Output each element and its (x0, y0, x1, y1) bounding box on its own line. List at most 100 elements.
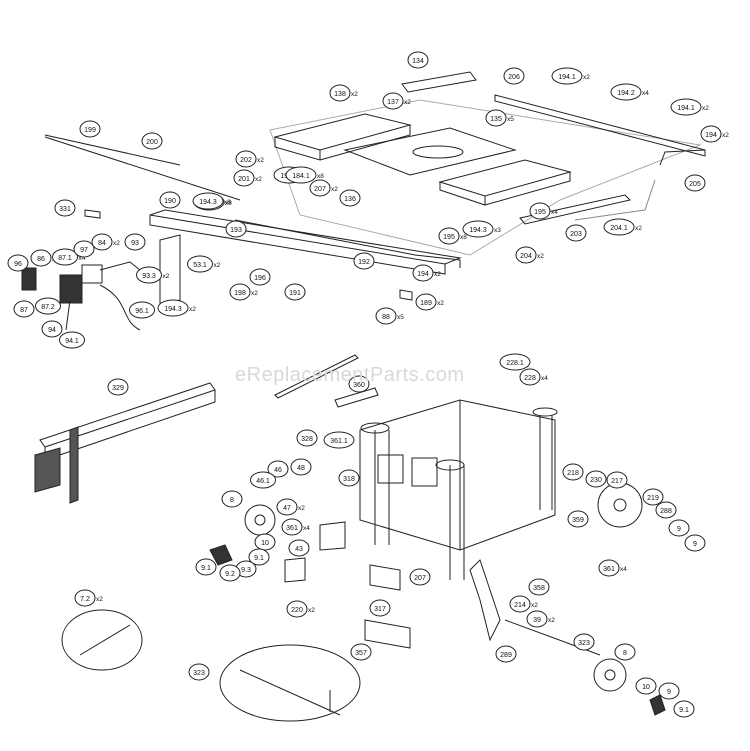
part-quantity-label: x4 (303, 525, 310, 532)
part-number-label: 329 (112, 385, 124, 392)
part-callout[interactable]: 8 (221, 490, 243, 508)
part-callout[interactable]: 317 (369, 599, 391, 617)
part-callout[interactable]: 96 (7, 254, 29, 272)
part-callout[interactable]: 200 (141, 132, 163, 150)
part-callout[interactable]: 289 (495, 645, 517, 663)
callout-bubble (642, 488, 664, 506)
part-callout[interactable]: 358 (528, 578, 550, 596)
part-callout[interactable]: 9.1 (673, 700, 695, 718)
part-callout[interactable]: 46.1 (250, 471, 276, 489)
part-callout[interactable]: 97 (73, 240, 95, 258)
part-callout[interactable]: 48 (290, 458, 312, 476)
part-callout[interactable]: 9.1 (195, 558, 217, 576)
part-callout[interactable]: 199 (79, 120, 101, 138)
part-callout[interactable]: 87 (13, 300, 35, 318)
part-callout[interactable]: 206 (503, 67, 525, 85)
part-callout[interactable]: 218 (562, 463, 584, 481)
part-number-label: 318 (343, 476, 355, 483)
part-number-label: 9.1 (679, 707, 689, 714)
part-callout[interactable]: 9.1 (248, 548, 270, 566)
part-callout[interactable]: 207 (409, 568, 431, 586)
part-callout[interactable]: 10 (635, 677, 657, 695)
part-callout[interactable]: 357 (350, 643, 372, 661)
part-callout[interactable]: 136 (339, 189, 361, 207)
part-callout[interactable]: 192 (353, 252, 375, 270)
part-callout[interactable]: 203 (565, 224, 587, 242)
part-callout[interactable]: 219 (642, 488, 664, 506)
part-callout[interactable]: 329 (107, 378, 129, 396)
part-quantity-label: x2 (404, 99, 411, 106)
part-callout[interactable]: 205 (684, 174, 706, 192)
part-callout[interactable]: 230 (585, 470, 607, 488)
part-callout[interactable]: 94.1 (59, 331, 85, 349)
part-callout[interactable]: 94 (41, 320, 63, 338)
part-callout[interactable]: 288 (655, 501, 677, 519)
part-callout[interactable]: 46 (267, 460, 289, 478)
part-callout[interactable]: 217 (606, 471, 628, 489)
part-callout[interactable]: 193 (225, 220, 247, 238)
part-callout[interactable]: 331 (54, 199, 76, 217)
part-callout[interactable]: 87.2 (35, 297, 61, 315)
part-callout[interactable]: 9 (668, 519, 690, 537)
part-callout[interactable]: 323 (573, 633, 595, 651)
part-callout[interactable]: 9 (658, 682, 680, 700)
part-callout[interactable]: 9 (684, 534, 706, 552)
part-callout[interactable]: 43 (288, 539, 310, 557)
part-callout[interactable]: 9.2 (219, 564, 241, 582)
part-callout[interactable]: 228.1 (499, 353, 531, 371)
part-quantity-label: x2 (583, 74, 590, 81)
part-callout[interactable]: 361.1 (323, 431, 355, 449)
part-quantity-label: x2 (251, 290, 258, 297)
part-callout[interactable]: 360 (348, 375, 370, 393)
part-callout[interactable]: 96.1 (129, 301, 155, 319)
callout-bubble (157, 299, 189, 317)
part-callout[interactable]: 359 (567, 510, 589, 528)
part-callout[interactable]: 93 (124, 233, 146, 251)
part-callout[interactable]: 8 (614, 643, 636, 661)
part-number-label: 93.3 (142, 273, 156, 280)
part-callout[interactable]: 134 (407, 51, 429, 69)
part-callout[interactable]: 318 (338, 469, 360, 487)
part-callout[interactable]: 191 (284, 283, 306, 301)
part-callout[interactable]: 328 (296, 429, 318, 447)
part-callout[interactable]: 190 (159, 191, 181, 209)
part-callout[interactable]: 323 (188, 663, 210, 681)
part-callout[interactable]: 10 (254, 533, 276, 551)
part-quantity-label: x2 (113, 240, 120, 247)
part-callout[interactable]: 196 (249, 268, 271, 286)
